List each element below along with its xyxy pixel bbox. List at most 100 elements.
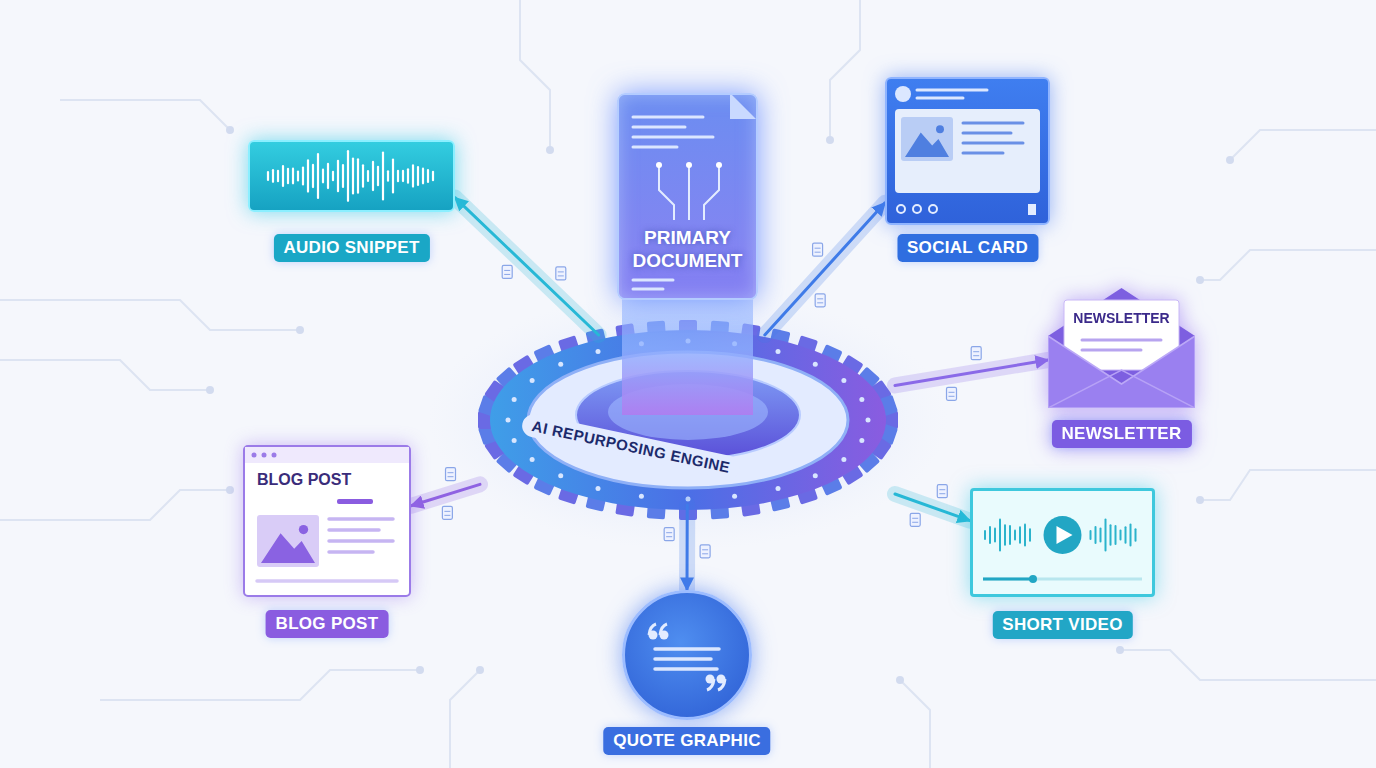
image-mountain (261, 533, 315, 563)
ring-dot (639, 494, 644, 499)
action-icon (913, 205, 921, 213)
doc-icon-line (817, 302, 823, 303)
beam-glow (679, 505, 695, 590)
quote-dot (706, 675, 715, 684)
doc-icon-line (558, 271, 564, 272)
decoration (1196, 496, 1204, 504)
image-frame (901, 117, 953, 161)
ring-dot (859, 438, 864, 443)
wave-bar (392, 160, 394, 193)
wave-bar (282, 166, 284, 186)
decoration (1226, 156, 1234, 164)
flow-arrow (895, 494, 970, 521)
play-triangle (1057, 526, 1073, 544)
doc-icon-line (702, 549, 708, 550)
browser-bar (245, 447, 409, 463)
wave-bar (412, 165, 414, 186)
wave-bar (984, 531, 986, 539)
text-line (917, 89, 987, 92)
quote-tail (718, 679, 725, 690)
doc-icon (556, 267, 566, 280)
beam-glow (411, 484, 480, 505)
ring-dot (530, 457, 535, 462)
image-sun (936, 125, 944, 133)
progress-track (983, 578, 1142, 581)
avatar (895, 86, 911, 102)
wave-bar (347, 151, 349, 201)
decoration (450, 670, 480, 768)
text-line (257, 579, 397, 583)
wave-bar (1115, 526, 1117, 544)
quote-circle: QUOTE GRAPHIC (622, 590, 752, 720)
ring-dot (558, 473, 563, 478)
doc-icon-line (815, 252, 821, 253)
wave-bar (1105, 519, 1107, 550)
doc-icon-line (912, 522, 918, 523)
doc-icon-line (939, 493, 945, 494)
card-illustration (887, 79, 1048, 223)
text-line (917, 97, 963, 100)
ring-dot (776, 486, 781, 491)
wave-bar (1029, 529, 1031, 541)
card-title: PRIMARY DOCUMENT (623, 227, 752, 273)
decoration (1230, 130, 1376, 160)
doc-icon (700, 545, 710, 558)
decoration (60, 100, 230, 130)
progress-knob (1029, 575, 1037, 583)
video-card: SHORT VIDEO (970, 488, 1155, 597)
quote-dot (717, 675, 726, 684)
ring-dot (512, 438, 517, 443)
quote-tail (660, 624, 667, 635)
letter-paper (1064, 300, 1179, 370)
output-label: NEWSLETTER (1051, 420, 1191, 448)
decoration (206, 386, 214, 394)
wave-bar (407, 169, 409, 182)
wave-bar (297, 171, 299, 180)
trace-node (656, 162, 662, 168)
card-illustration (625, 593, 749, 717)
ring-dot (776, 349, 781, 354)
doc-icon (937, 485, 947, 498)
output-label: BLOG POST (266, 610, 389, 638)
trace-node (716, 162, 722, 168)
text-line (655, 647, 719, 651)
doc-icon-line (448, 476, 454, 477)
decoration (546, 146, 554, 154)
text-line (633, 116, 703, 119)
doc-icon-line (666, 536, 672, 537)
doc-icon (442, 506, 452, 519)
card-illustration (1048, 288, 1195, 408)
text-line (963, 122, 1023, 125)
doc-icon-line (666, 532, 672, 533)
wave-bar (1135, 529, 1137, 541)
flow-arrow (455, 198, 599, 335)
decoration (1116, 646, 1124, 654)
blog-card: BLOG POSTBLOG POST (243, 445, 411, 597)
trace-node (686, 162, 692, 168)
wave-bar (1120, 530, 1122, 539)
connectors (411, 198, 1048, 590)
quote-dot (649, 631, 658, 640)
wave-bar (387, 171, 389, 180)
doc-icon (813, 243, 823, 256)
wave-bar (432, 172, 434, 180)
decoration (0, 360, 210, 390)
wave-bar (1009, 526, 1011, 544)
browser-dot (272, 453, 277, 458)
wave-bar (302, 168, 304, 185)
audio-card: AUDIO SNIPPET (248, 140, 455, 212)
doc-icon-line (558, 275, 564, 276)
doc-icon-line (444, 515, 450, 516)
wave-bar (417, 167, 419, 185)
wave-bar (277, 171, 279, 181)
document-card: PRIMARY DOCUMENT (617, 93, 758, 300)
wave-bar (382, 153, 384, 200)
doc-icon-line (912, 518, 918, 519)
wave-bar (989, 527, 991, 543)
wave-bar (1130, 525, 1132, 546)
quote-mark (649, 624, 669, 640)
wave-bar (357, 159, 359, 192)
wave-bar (402, 171, 404, 181)
output-label: SHORT VIDEO (992, 611, 1132, 639)
